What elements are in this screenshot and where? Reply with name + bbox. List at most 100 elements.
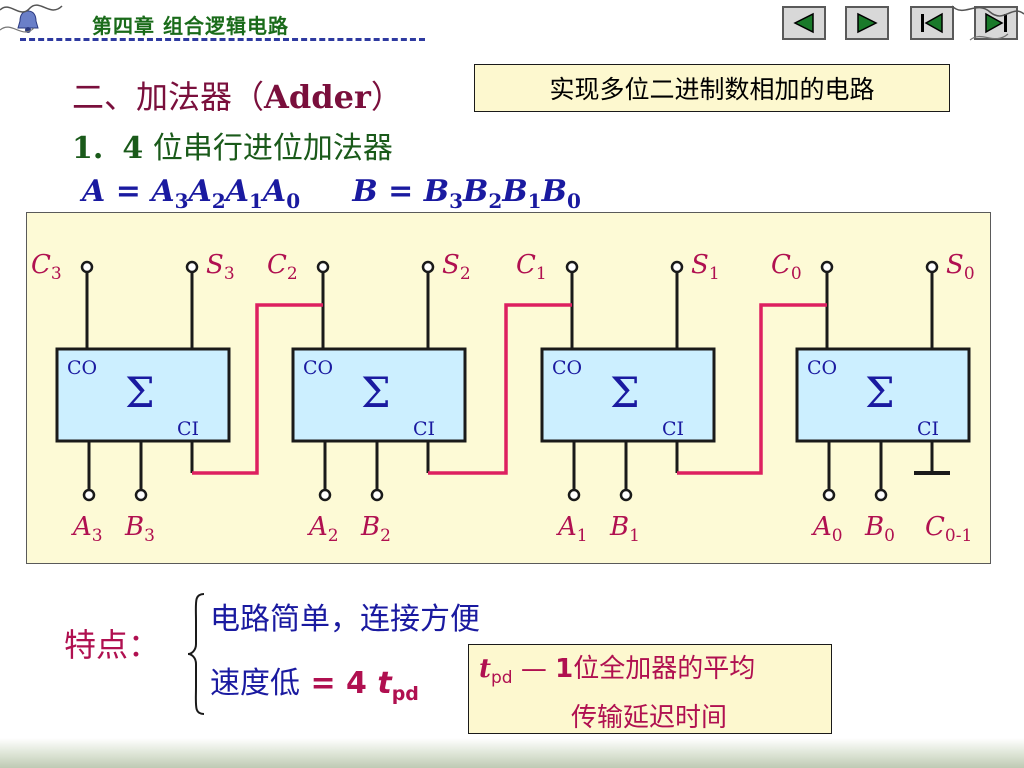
section-title: 二、加法器（Adder） — [72, 72, 403, 118]
b-input-label: B3 — [124, 512, 155, 546]
triangle-left-icon — [793, 12, 814, 34]
sum-terminal — [421, 260, 435, 274]
prev-slide-button[interactable] — [782, 6, 826, 40]
full-adder-box — [55, 347, 231, 443]
formula-gap — [300, 174, 352, 209]
carry-out-label: C0 — [771, 250, 802, 284]
ci-label: CI — [413, 418, 435, 440]
first-slide-button[interactable] — [910, 6, 954, 40]
ci-label: CI — [917, 418, 939, 440]
formula-a-sub: 3 — [174, 189, 189, 213]
tpd-note-line2: 传输延迟时间 — [571, 703, 728, 734]
a-input-terminal — [567, 488, 581, 502]
section-title-en: Adder — [264, 78, 371, 116]
sum-label: S2 — [442, 250, 471, 284]
sigma-symbol: Σ — [361, 368, 391, 417]
a-input-terminal — [822, 488, 836, 502]
full-adder-box — [540, 347, 716, 443]
chapter-title: 第四章 组合逻辑电路 — [92, 14, 289, 38]
b-input-label: B0 — [864, 512, 895, 546]
section-note: 实现多位二进制数相加的电路 — [474, 64, 950, 112]
tpd-line1: 位全加器的平均 — [573, 654, 756, 684]
a-input-terminal — [82, 488, 96, 502]
formula-b-term: B — [423, 174, 450, 209]
a-input-label: A1 — [556, 512, 588, 546]
formula-a-term: A — [188, 174, 212, 209]
b-input-terminal — [619, 488, 633, 502]
a-input-terminal — [318, 488, 332, 502]
next-slide-button[interactable] — [845, 6, 889, 40]
features-label: 特点： — [64, 626, 161, 664]
skip-last-icon — [985, 12, 1007, 34]
section-title-cn: 二、加法器（ — [72, 78, 265, 116]
formula-b-sub: 1 — [527, 189, 542, 213]
formula-b-left: B — [352, 174, 378, 209]
carry-chain-wire — [192, 303, 323, 475]
ci-label: CI — [177, 418, 199, 440]
subsection-title: 1. 4 位串行进位加法器 — [72, 123, 393, 167]
tpd-sub: pd — [491, 668, 513, 689]
formula-a-left: A — [82, 174, 106, 209]
carry-in-label: C0-1 — [925, 512, 972, 546]
b-input-terminal — [874, 488, 888, 502]
formula-b-term: B — [463, 174, 489, 209]
formula-a-sub: 2 — [211, 189, 226, 213]
b-input-label: B2 — [360, 512, 391, 546]
sum-label: S1 — [691, 250, 720, 284]
full-adder-box — [795, 347, 971, 443]
carry-out-terminal — [80, 260, 94, 274]
sigma-symbol: Σ — [610, 368, 640, 417]
carry-chain-wire — [428, 303, 572, 475]
tpd-note-box: tpd — 1位全加器的平均 传输延迟时间 — [468, 644, 832, 734]
formula-a-sub: 0 — [286, 189, 301, 213]
carry-out-label: C1 — [516, 250, 547, 284]
ornament-right — [950, 0, 1024, 48]
features-brace — [186, 592, 206, 716]
feature-speed-text: 速度低 — [210, 666, 300, 701]
section-title-end: ） — [370, 78, 403, 116]
tpd-one: 1 — [555, 654, 574, 684]
co-label: CO — [552, 357, 582, 379]
co-label: CO — [807, 357, 837, 379]
sigma-symbol: Σ — [125, 368, 155, 417]
feature-speed-sub: pd — [391, 683, 419, 705]
tpd-dash: — — [520, 654, 547, 684]
carry-out-terminal — [565, 260, 579, 274]
feature-speed-t: t — [377, 666, 392, 701]
sum-label: S0 — [946, 250, 975, 284]
b-input-terminal — [134, 488, 148, 502]
footer-decoration — [0, 738, 1024, 768]
triangle-right-icon — [857, 12, 878, 34]
feature-speed-eq: = 4 — [300, 666, 378, 701]
sum-terminal — [925, 260, 939, 274]
formula-b-sub: 0 — [566, 189, 581, 213]
carry-chain-wire — [677, 303, 827, 475]
b-input-terminal — [370, 488, 384, 502]
subsection-number: 1. — [72, 131, 104, 166]
a-input-label: A0 — [811, 512, 843, 546]
formula-b-term: B — [502, 174, 528, 209]
formula-equals: = — [105, 174, 152, 209]
formula-a-sub: 1 — [249, 189, 263, 213]
b-input-label: B1 — [609, 512, 640, 546]
sigma-symbol: Σ — [865, 368, 895, 417]
full-adder-box — [291, 347, 467, 443]
ci-label: CI — [662, 418, 684, 440]
carry-out-terminal — [820, 260, 834, 274]
formula-b-sub: 2 — [488, 189, 503, 213]
co-label: CO — [67, 357, 97, 379]
skip-first-icon — [921, 12, 943, 34]
formula-b-term: B — [541, 174, 567, 209]
co-label: CO — [303, 357, 333, 379]
subsection-count: 4 — [122, 131, 144, 166]
formula-a-term: A — [151, 174, 175, 209]
sum-terminal — [670, 260, 684, 274]
carry-out-terminal — [316, 260, 330, 274]
formula-line: A = A3A2A1A0 B = B3B2B1B0 — [82, 174, 581, 213]
subsection-text: 位串行进位加法器 — [152, 131, 393, 166]
feature-item-simple: 电路简单，连接方便 — [210, 602, 480, 637]
formula-equals: = — [377, 174, 424, 209]
carry-out-label: C2 — [267, 250, 298, 284]
